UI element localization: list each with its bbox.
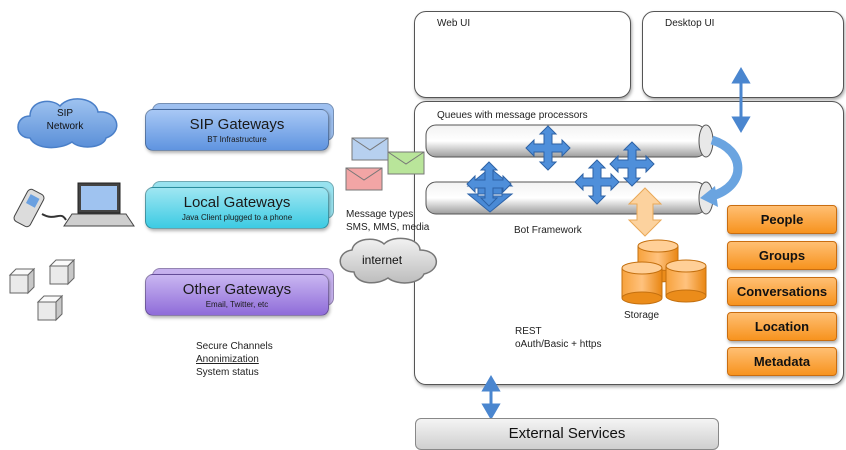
queue-pipe-bottom xyxy=(425,181,714,215)
oauth-line: oAuth/Basic + https xyxy=(515,339,602,350)
storage-icon xyxy=(621,239,707,305)
sip-gateways: SIP Gateways BT Infrastructure xyxy=(145,109,329,151)
local-gateways: Local Gateways Java Client plugged to a … xyxy=(145,187,329,229)
message-types-text: Message types SMS, MMS, media xyxy=(346,208,429,234)
system-status-line: System status xyxy=(196,367,259,378)
internet-cloud xyxy=(339,237,437,284)
entity-metadata: Metadata xyxy=(727,347,837,376)
local-gateways-title: Local Gateways xyxy=(183,194,291,211)
queue-pipe-top xyxy=(425,124,714,158)
rest-text: REST oAuth/Basic + https xyxy=(515,325,601,351)
cubes-icon xyxy=(8,258,76,322)
message-types-line: Message types xyxy=(346,209,414,220)
secure-channels-line: Secure Channels xyxy=(196,341,273,352)
other-gateways-subtitle: Email, Twitter, etc xyxy=(205,300,269,309)
web-ui-panel: Web UI xyxy=(414,11,631,98)
cross-arrow-b xyxy=(525,125,571,171)
sip-gateways-title: SIP Gateways xyxy=(189,116,285,133)
external-services-box: External Services xyxy=(415,418,719,450)
loop-arrow xyxy=(710,135,743,201)
message-envelopes xyxy=(345,137,425,191)
cross-arrow-d xyxy=(609,141,655,187)
storage-arrow xyxy=(627,187,663,237)
sip-network-label: SIP Network xyxy=(46,108,84,132)
other-gateways-title: Other Gateways xyxy=(182,281,292,298)
secure-channels-text: Secure Channels Anonimization System sta… xyxy=(196,340,273,379)
message-types-list: SMS, MMS, media xyxy=(346,222,430,233)
cross-arrow-c xyxy=(574,159,620,205)
anonimization-line: Anonimization xyxy=(196,354,259,365)
entity-people: People xyxy=(727,205,837,234)
phone-laptop-icon xyxy=(13,182,135,228)
rest-line: REST xyxy=(515,326,542,337)
storage-label: Storage xyxy=(624,310,660,321)
queues-label: Queues with message processors xyxy=(437,110,588,121)
loop-arrowhead xyxy=(700,186,718,207)
other-gateways: Other Gateways Email, Twitter, etc xyxy=(145,274,329,316)
entity-groups: Groups xyxy=(727,241,837,270)
internet-label: internet xyxy=(362,253,403,267)
sip-gateways-subtitle: BT Infrastructure xyxy=(207,135,267,144)
local-gateways-subtitle: Java Client plugged to a phone xyxy=(181,213,293,222)
web-ui-label: Web UI xyxy=(437,18,471,29)
entity-conversations: Conversations xyxy=(727,277,837,306)
entity-location: Location xyxy=(727,312,837,341)
sip-network-cloud xyxy=(17,98,118,149)
bot-framework-label: Bot Framework xyxy=(514,225,582,236)
desktop-ui-label: Desktop UI xyxy=(665,18,715,29)
cross-arrow-a xyxy=(466,161,512,207)
